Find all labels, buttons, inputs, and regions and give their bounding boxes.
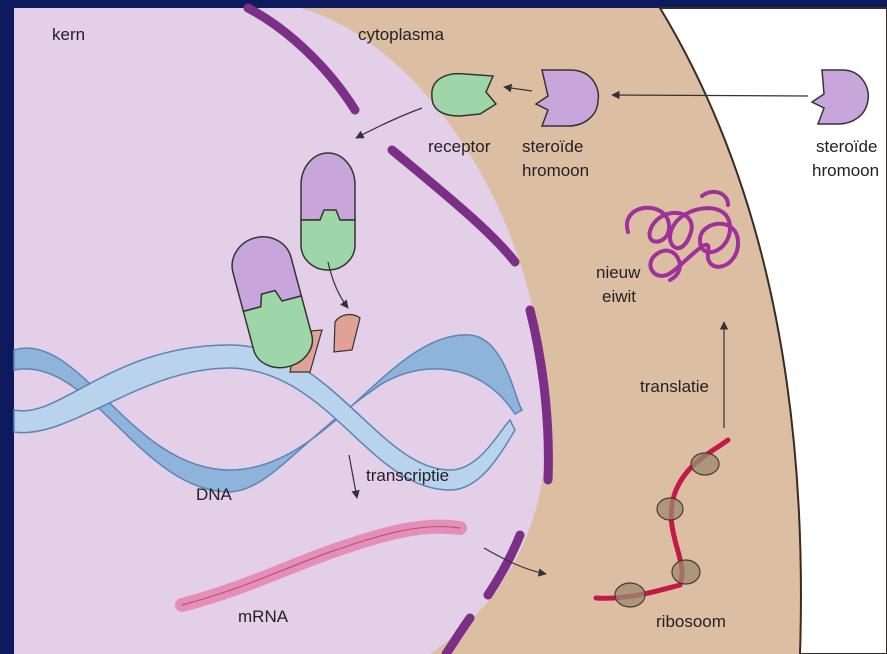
label-steroid-outside-line1: steroïde (816, 137, 877, 156)
label-translatie: translatie (640, 377, 709, 396)
label-transcriptie: transcriptie (366, 466, 449, 485)
label-mrna: mRNA (238, 607, 289, 626)
label-nieuw: nieuw (596, 263, 641, 282)
hormone-receptor-complex (301, 153, 355, 270)
steroid-hormone-inside-shape (536, 70, 598, 126)
label-cytoplasma: cytoplasma (358, 25, 445, 44)
label-kern: kern (52, 25, 85, 44)
label-eiwit: eiwit (602, 287, 636, 306)
label-steroid-inside-line2: hromoon (522, 161, 589, 180)
label-dna: DNA (196, 485, 233, 504)
label-ribosoom: ribosoom (656, 612, 726, 631)
label-receptor: receptor (428, 137, 491, 156)
label-steroid-inside-line1: steroïde (522, 137, 583, 156)
label-steroid-outside-line2: hromoon (812, 161, 879, 180)
receptor-shape (432, 74, 496, 116)
